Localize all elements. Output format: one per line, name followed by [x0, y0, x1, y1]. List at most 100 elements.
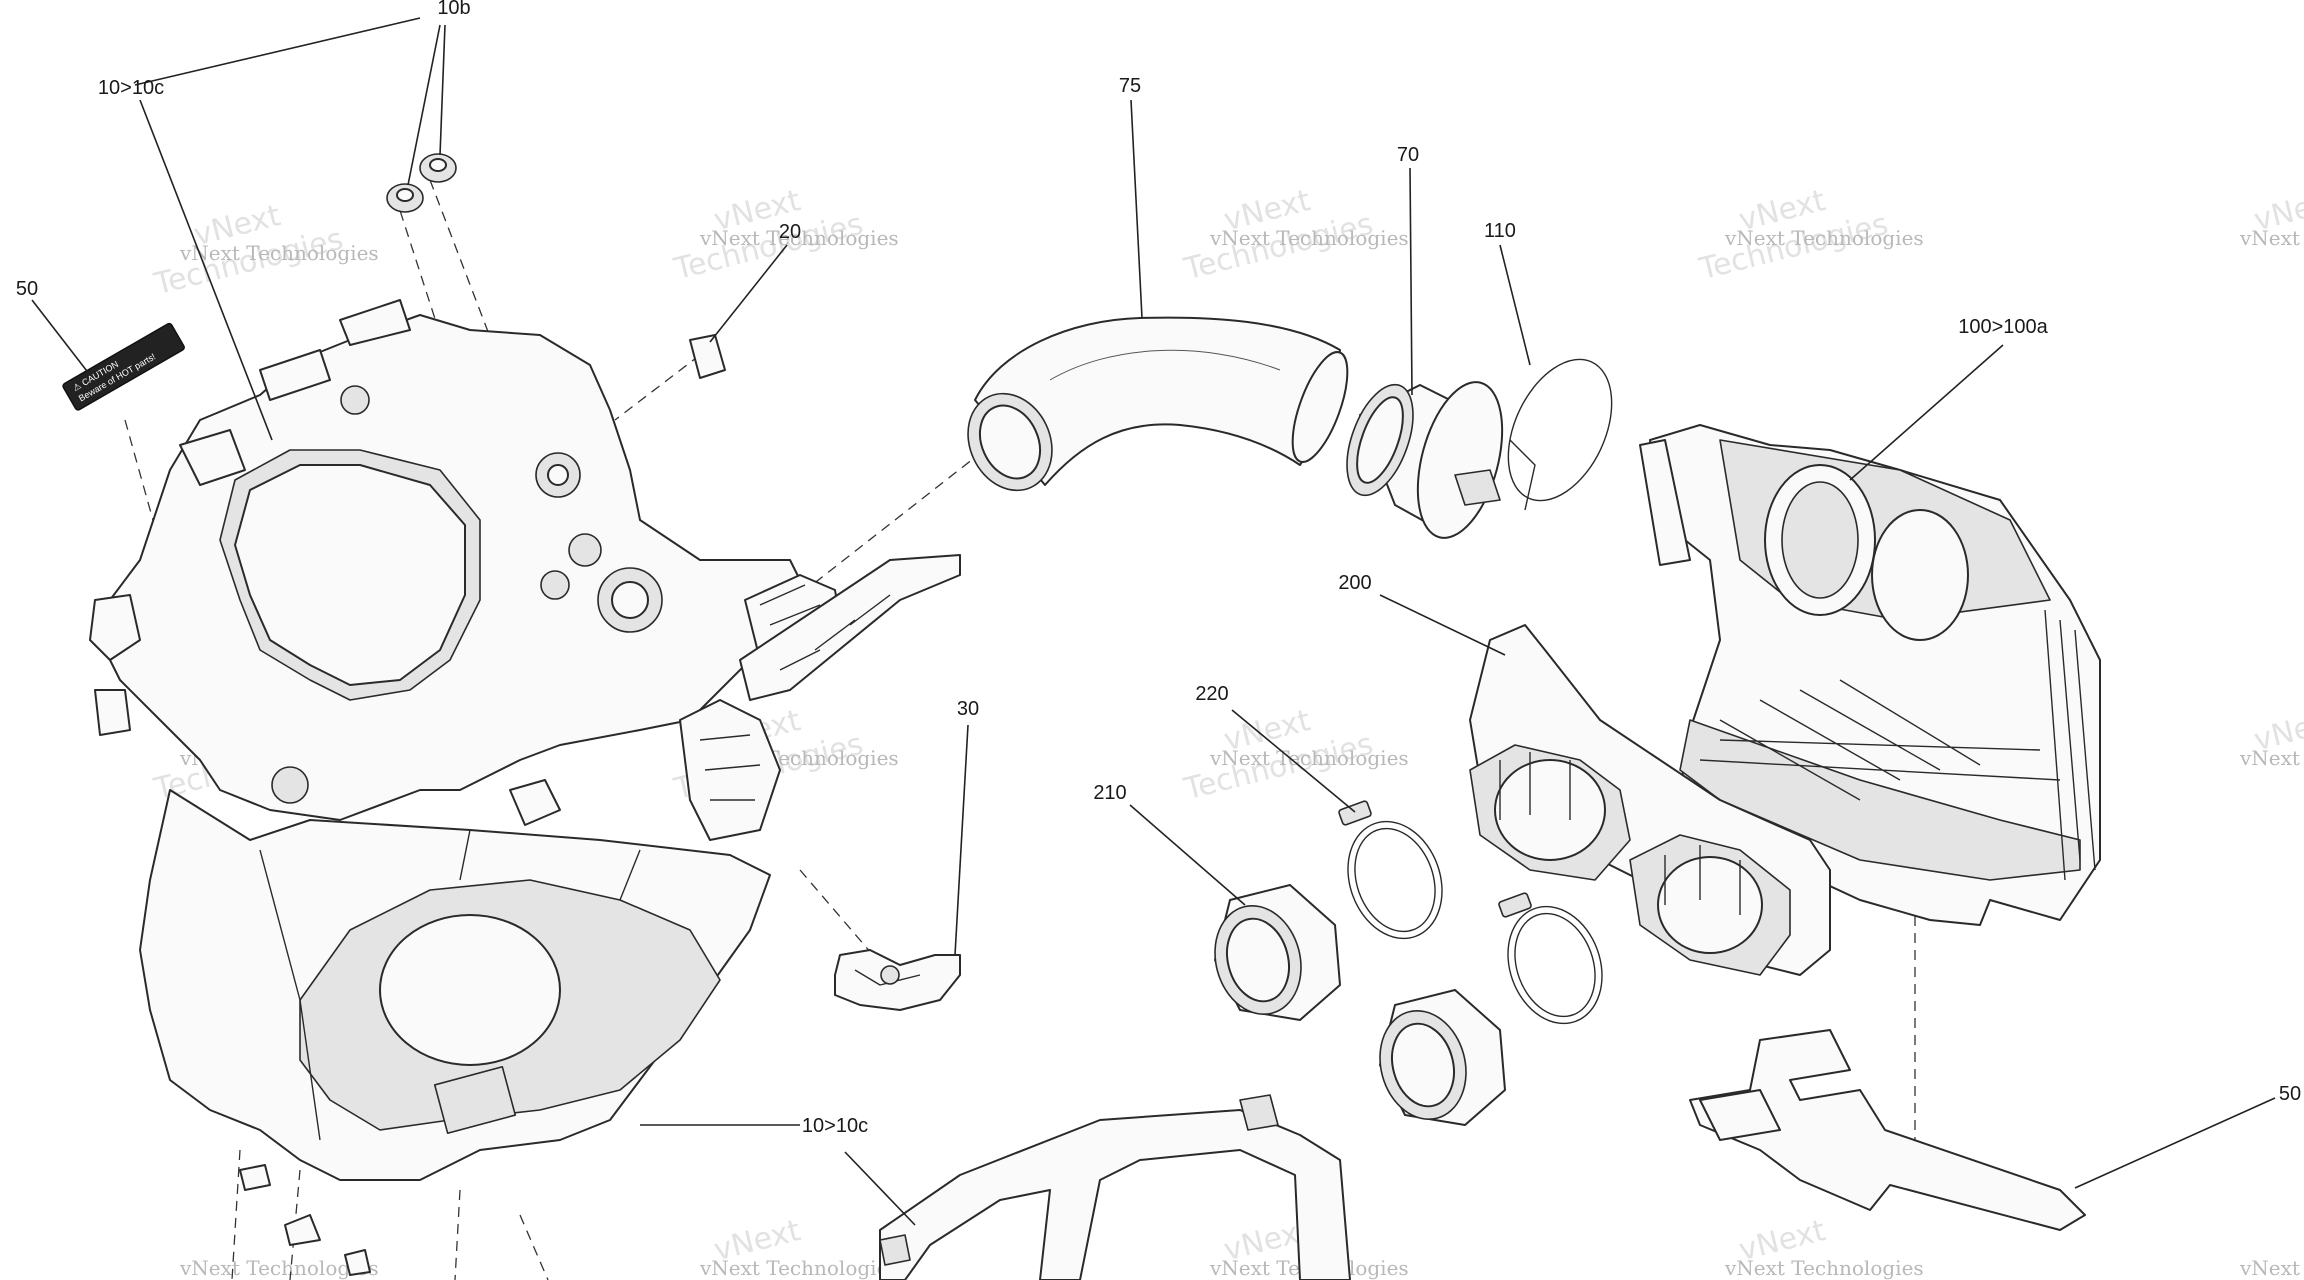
watermark-small: vNext Technologies: [1209, 226, 1409, 250]
leader-30: [954, 724, 969, 956]
airbox-boss: [540, 570, 570, 600]
grommets-10b: [386, 153, 457, 213]
couplers-210: [1214, 884, 1506, 1126]
lower-frame-tab: [1239, 1094, 1279, 1131]
adapter-plate-200: [1469, 624, 1831, 976]
leader-10b: [134, 17, 421, 86]
clip-20: [689, 334, 726, 379]
airbox-boss: [340, 385, 370, 415]
airbox-housing: [89, 299, 961, 1191]
watermark-small: vNext Technologies: [1724, 226, 1924, 250]
airbox-tab: [509, 779, 561, 826]
callout-200: 200: [1338, 572, 1371, 594]
assembly-line: [454, 1189, 461, 1280]
hose-clamp-inner: [1354, 827, 1436, 933]
decal-plate: [62, 322, 185, 411]
leader-200: [1379, 594, 1506, 656]
spring-clip-110: [1507, 358, 1613, 502]
leader-100: [1849, 344, 2004, 481]
assembly-line: [799, 869, 891, 976]
plate-collar-2-bore: [1657, 856, 1763, 954]
airbox-lower-pocket: [433, 1065, 517, 1135]
airbox-rail-ribs: [779, 594, 891, 671]
airbox-lower-edges: [259, 829, 641, 1141]
watermark: vNext Technologies vNext Technologies: [1180, 183, 1409, 287]
clamps-220: [1338, 800, 1603, 1025]
caution-decal: ⚠ CAUTION Beware of HOT parts!: [62, 322, 185, 411]
callout-220: 220: [1195, 683, 1228, 705]
assembly-line: [429, 179, 561, 521]
clip: [344, 1249, 371, 1276]
watermark: vNext Technologies vNext Technologies: [1180, 703, 1409, 807]
duct-body: [974, 316, 1341, 486]
bracket-30-hole: [880, 965, 900, 985]
leader-lines: [31, 17, 2276, 1226]
airbox-latch: [89, 594, 141, 661]
adapter-latch: [1454, 469, 1501, 506]
filter-housing-fins: [2044, 609, 2096, 881]
watermark-small: vNext Technologies: [2239, 1256, 2304, 1280]
bracket-30-fold: [854, 969, 921, 986]
callout-50-left: 50: [16, 278, 38, 300]
airbox-boss-hole: [547, 464, 569, 486]
hose-clamp: [1347, 820, 1443, 940]
elbow-duct-75: [967, 316, 1349, 492]
leader-70: [1409, 167, 1413, 396]
leader-10-10c-bottom: [844, 1151, 916, 1226]
duct-contour: [1049, 349, 1281, 381]
filter-housing-flange: [1639, 439, 1691, 566]
clip: [284, 1214, 321, 1246]
plate-collar-fingers: [1499, 752, 1741, 915]
grommet-hole: [396, 188, 414, 202]
adapter-70: [1346, 381, 1504, 539]
callout-20: 20: [779, 221, 801, 243]
hose-clamp: [1507, 905, 1603, 1025]
leader-10b: [439, 24, 446, 156]
airbox-port: [611, 581, 649, 619]
callout-10-10c-bottom: 10>10c: [802, 1115, 868, 1137]
filter-housing-intake-2: [1871, 509, 1969, 641]
assembly-line: [519, 1214, 549, 1280]
hose-clamp-screw: [1498, 892, 1532, 918]
callout-75: 75: [1119, 75, 1141, 97]
watermark-small: vNext Technologies: [2239, 226, 2304, 250]
watermark-small: vNext Technologies: [179, 241, 379, 265]
spacer-plate-tab: [1699, 1089, 1781, 1141]
airbox-boss: [568, 533, 602, 567]
coupler-bore: [1391, 1022, 1455, 1108]
grommet-hole: [429, 158, 447, 172]
callout-30: 30: [957, 698, 979, 720]
duct-outlet: [1291, 351, 1349, 463]
leader-210: [1129, 804, 1246, 906]
duct-inlet-bore: [978, 404, 1042, 480]
airbox-latch: [179, 429, 246, 486]
callout-10b: 10b: [437, 0, 470, 19]
hose-clamp-screw: [1338, 800, 1372, 826]
assembly-line: [779, 429, 1011, 611]
leader-10b: [407, 24, 441, 186]
coupler-bore: [1226, 917, 1290, 1003]
watermark-small: vNext Technologies: [699, 226, 899, 250]
airbox-boss: [271, 766, 309, 804]
hose-clamp-inner: [1514, 912, 1596, 1018]
watermark: vNext Technologies: [2239, 1256, 2304, 1280]
assembly-line: [231, 1149, 241, 1280]
lower-frame-tab: [879, 1234, 911, 1266]
leader-20: [709, 244, 788, 343]
leader-220: [1231, 709, 1356, 813]
callout-50-right: 50: [2279, 1083, 2301, 1105]
lower-frame: [879, 1094, 1351, 1280]
leader-50-left: [31, 299, 91, 376]
spring-clip-tail: [1509, 439, 1536, 511]
callout-210: 210: [1093, 782, 1126, 804]
leader-75: [1130, 99, 1143, 319]
filter-housing-tray: [1679, 719, 2081, 881]
filter-housing-intake-bore: [1781, 481, 1859, 599]
airbox-clamp-bracket: [679, 699, 781, 841]
watermark-small: vNext Technologies: [2239, 746, 2304, 770]
watermark: vNext Technologies vNext Technologies: [1695, 183, 1924, 287]
callout-70: 70: [1397, 144, 1419, 166]
airbox-bracket-ribs: [699, 734, 761, 801]
airbox-lower-dome: [379, 914, 561, 1066]
